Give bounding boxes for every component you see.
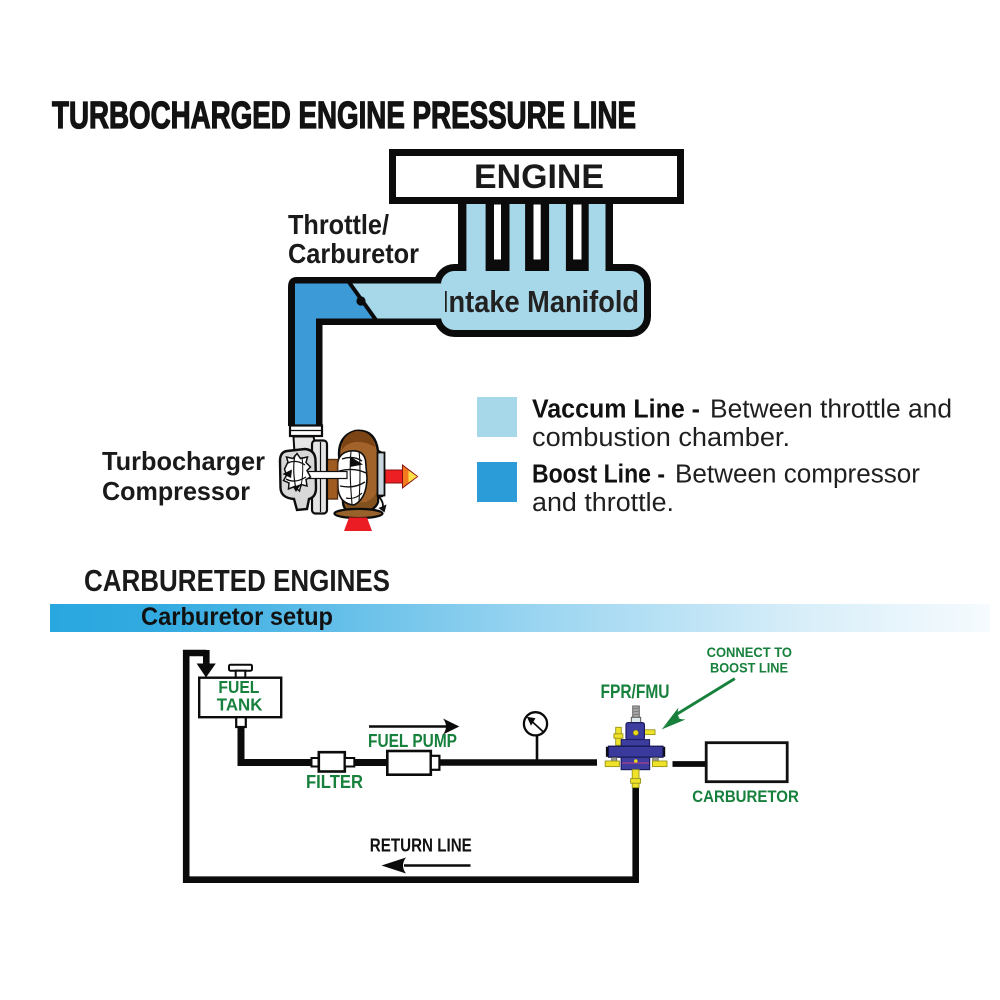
svg-text:CONNECT TO: CONNECT TO [707,645,792,660]
svg-text:BOOST LINE: BOOST LINE [710,661,788,676]
svg-text:FUEL PUMP: FUEL PUMP [368,731,457,751]
svg-text:Turbocharger: Turbocharger [102,446,265,476]
svg-text:Intake Manifold: Intake Manifold [441,284,639,319]
svg-text:TANK: TANK [217,695,263,715]
svg-text:Vaccum Line -Between throttle: Vaccum Line -Between throttle and [532,396,952,424]
svg-text:FUEL: FUEL [218,677,259,697]
svg-text:TURBOCHARGED ENGINE PRESSURE L: TURBOCHARGED ENGINE PRESSURE LINE [52,95,636,137]
svg-text:CARBURETED ENGINES: CARBURETED ENGINES [84,563,390,598]
svg-text:CARBURETOR: CARBURETOR [692,788,799,806]
svg-text:Compressor: Compressor [102,476,250,506]
svg-text:ENGINE: ENGINE [474,158,604,196]
svg-text:Carburetor: Carburetor [288,238,419,269]
svg-text:combustion chamber.: combustion chamber. [532,424,790,452]
svg-text:and throttle.: and throttle. [532,489,674,517]
svg-text:RETURN LINE: RETURN LINE [370,835,472,855]
svg-text:Throttle/: Throttle/ [288,209,389,240]
svg-text:FPR/FMU: FPR/FMU [601,682,670,703]
svg-text:Carburetor setup: Carburetor setup [141,603,333,631]
svg-text:FILTER: FILTER [306,772,363,792]
svg-text:Boost Line -Between compressor: Boost Line -Between compressor [532,461,921,489]
